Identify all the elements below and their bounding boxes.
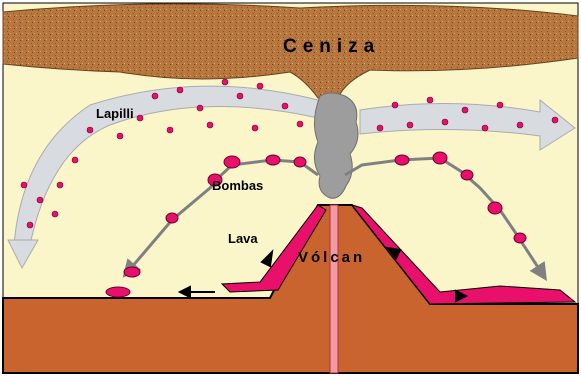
ash-label: Ceniza: [283, 36, 380, 57]
lapilli-label: Lapilli: [96, 106, 134, 121]
volcano-vent: [330, 205, 338, 373]
bombs-label: Bombas: [212, 178, 263, 193]
volcano-label: Vólcan: [298, 249, 365, 266]
lava-label: Lava: [228, 231, 258, 246]
